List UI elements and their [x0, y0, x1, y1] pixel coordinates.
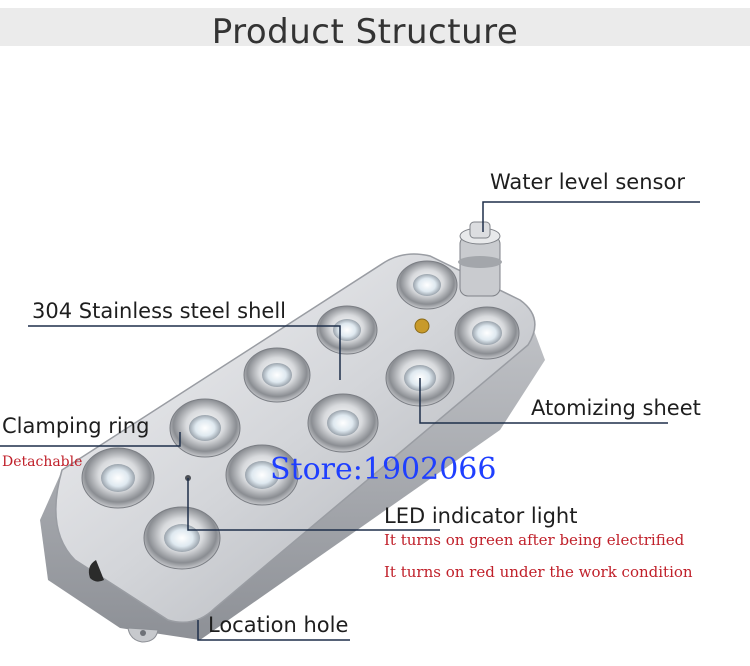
store-watermark: Store:1902066: [270, 452, 497, 487]
stainless-shell-label: 304 Stainless steel shell: [32, 299, 287, 323]
atomizer-rings: [81, 260, 520, 570]
atomizing-sheet-label: Atomizing sheet: [531, 396, 701, 420]
title-bar: [0, 8, 750, 46]
clamping-ring-label: Clamping ring: [2, 414, 150, 438]
led-indicator-label: LED indicator light: [384, 504, 578, 528]
led-note-green: It turns on green after being electrifie…: [384, 531, 685, 549]
led-note-red: It turns on red under the work condition: [384, 563, 693, 581]
detachable-note: Detachable: [2, 454, 83, 470]
page-title: Product Structure: [211, 12, 519, 52]
location-hole-label: Location hole: [208, 613, 349, 637]
water-level-sensor-label: Water level sensor: [490, 170, 685, 194]
